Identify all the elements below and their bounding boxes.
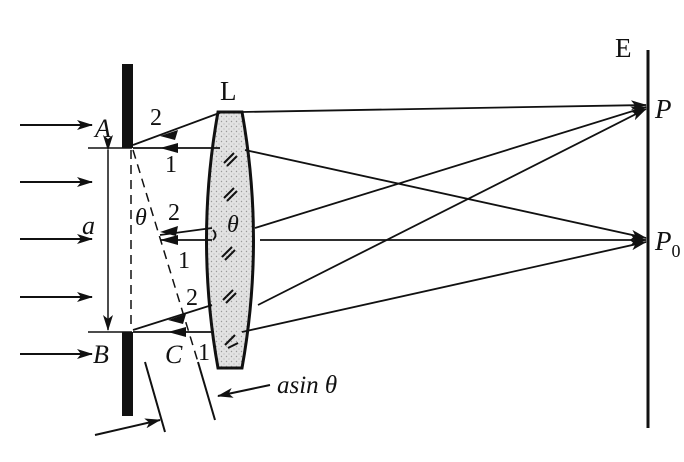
slit-wall-top — [122, 64, 133, 148]
rays-lens-to-screen — [241, 100, 647, 333]
wavefront-ac-dashed — [132, 149, 199, 363]
ray-bot-2 — [132, 304, 213, 331]
ray-to-p-2 — [254, 106, 647, 229]
theta-angle-arc — [212, 229, 217, 241]
slit-width-dimension — [88, 135, 132, 333]
label-slit-width-a: a — [82, 211, 95, 240]
slit-wall-bottom — [122, 332, 133, 416]
label-ray-1-mid: 1 — [178, 248, 190, 274]
ray-to-p-3 — [257, 108, 647, 306]
label-point-b: B — [93, 340, 109, 369]
path-difference-dimension — [94, 361, 271, 436]
label-point-p0: P0 — [654, 226, 681, 261]
lens-hatch-marks — [221, 152, 239, 349]
label-screen-e: E — [615, 33, 632, 63]
incident-light-arrows — [20, 120, 93, 359]
slit-barrier — [122, 64, 133, 416]
label-point-c: C — [165, 340, 183, 369]
label-lens-l: L — [220, 76, 237, 106]
ray-to-p0-1 — [244, 149, 647, 240]
label-point-p: P — [654, 94, 672, 124]
construction-lines — [130, 149, 199, 363]
label-path-difference: asin θ — [277, 372, 337, 399]
label-point-a: A — [93, 114, 111, 143]
label-point-p0-subscript: 0 — [672, 241, 681, 261]
label-ray-1-bottom: 1 — [198, 340, 210, 366]
label-theta-slit: θ — [135, 205, 147, 231]
label-ray-2-mid: 2 — [168, 200, 180, 226]
ray-to-p-1 — [241, 100, 647, 113]
label-ray-2-top: 2 — [150, 105, 162, 131]
lens-l — [205, 110, 255, 370]
ray-to-p0-3 — [241, 240, 647, 333]
label-ray-2-bottom: 2 — [186, 285, 198, 311]
ray-arrowheads — [160, 130, 186, 337]
label-theta-lens: θ — [227, 212, 239, 238]
label-ray-1-top: 1 — [165, 152, 177, 178]
ray-top-2 — [132, 111, 223, 146]
